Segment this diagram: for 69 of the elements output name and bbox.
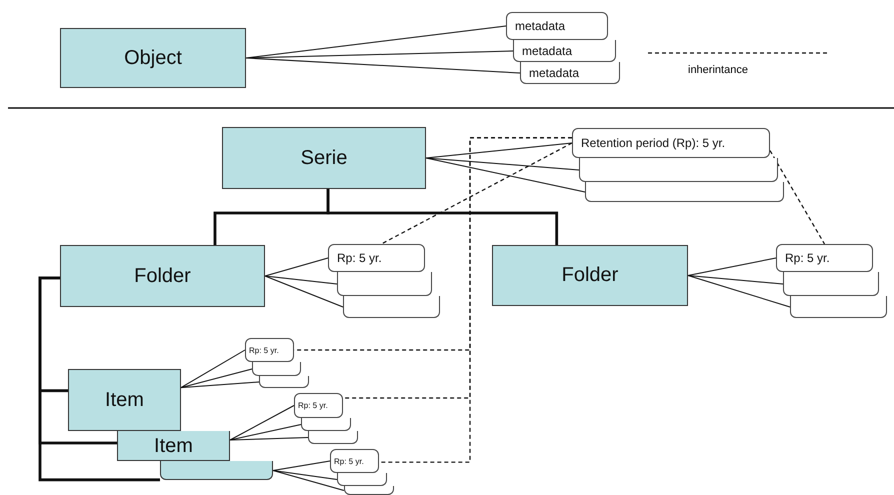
empty-metadata-card: [579, 158, 778, 182]
dashed-inheritance-line: [769, 150, 826, 244]
empty-metadata-card: [308, 431, 358, 444]
connector-line: [426, 158, 586, 192]
empty-metadata-card: [343, 296, 440, 318]
connector-line: [272, 470, 338, 480]
tree-connector: [38, 276, 160, 482]
empty-metadata-card: [259, 376, 309, 388]
metadata-card: [513, 40, 616, 62]
metadata-text: Rp: 5 yr.: [298, 401, 328, 410]
metadata-text: Rp: 5 yr.: [334, 456, 364, 466]
metadata-text: Rp: 5 yr.: [785, 251, 830, 265]
connector-line: [246, 58, 520, 74]
dashed-inheritance-line: [381, 142, 572, 245]
entity-label: Item: [105, 388, 144, 412]
entity-label: Folder: [562, 264, 618, 287]
entity-label: Object: [124, 46, 182, 70]
entity-label: Folder: [134, 264, 191, 288]
empty-metadata-card: [344, 486, 394, 495]
empty-metadata-card: [252, 362, 301, 376]
connector-line: [230, 424, 302, 440]
connector-line: [264, 276, 344, 308]
connector-line: [426, 142, 572, 158]
entity-box: [68, 369, 181, 431]
metadata-text: metadata: [522, 44, 572, 56]
empty-metadata-card: [790, 296, 887, 318]
legend-text: inherintance: [688, 64, 748, 76]
entity-label: Serie: [300, 146, 348, 170]
metadata-card: [572, 128, 770, 158]
metadata-text: Rp: 5 yr.: [337, 251, 382, 265]
empty-metadata-card: [783, 272, 879, 296]
empty-metadata-card: [585, 182, 784, 202]
metadata-card: [245, 338, 294, 362]
entity-label: Item: [154, 436, 193, 456]
connector-line: [272, 470, 344, 491]
metadata-card: [294, 393, 343, 418]
metadata-card: [520, 62, 620, 84]
metadata-card: [776, 244, 873, 272]
tree-connector: [326, 189, 558, 245]
entity-box: [117, 431, 230, 461]
metadata-text: Rp: 5 yr.: [249, 346, 279, 354]
entity-box: [222, 127, 426, 189]
connector-line: [688, 258, 776, 276]
empty-metadata-card: [337, 473, 387, 486]
connector-line: [264, 276, 338, 284]
entity-box: [60, 245, 265, 307]
entity-box: [492, 245, 688, 306]
connector-line: [180, 368, 252, 388]
connector-line: [426, 158, 580, 170]
connector-line: [688, 275, 790, 308]
empty-metadata-card: [337, 272, 432, 296]
connector-line: [246, 26, 506, 58]
connector-line: [230, 405, 294, 440]
dashed-inheritance-line: [379, 137, 572, 463]
metadata-card: [328, 244, 425, 272]
empty-metadata-card: [301, 418, 351, 431]
entity-box: [160, 461, 273, 480]
connector-line: [272, 460, 330, 471]
connector-line: [688, 275, 784, 284]
entity-box: [60, 28, 246, 88]
metadata-card: [506, 12, 608, 40]
connector-line: [180, 350, 246, 388]
metadata-text: Retention period (Rp): 5 yr.: [581, 136, 726, 150]
metadata-text: metadata: [515, 19, 566, 33]
metadata-text: metadata: [529, 66, 580, 78]
connector-line: [180, 382, 260, 388]
connector-line: [230, 437, 308, 440]
metadata-card: [330, 449, 379, 473]
connector-line: [264, 258, 328, 276]
